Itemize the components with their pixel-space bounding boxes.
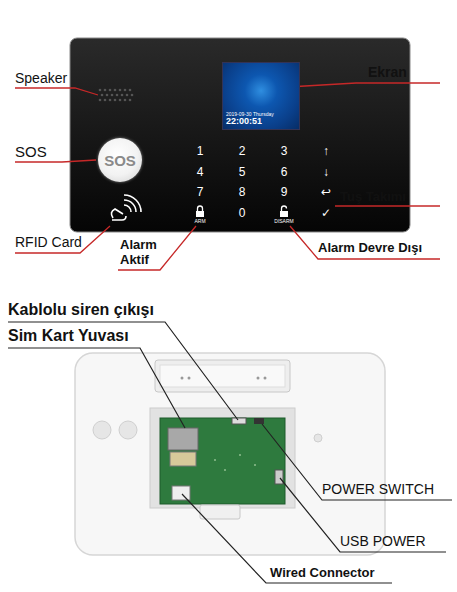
key-caption: DISARM (274, 219, 293, 225)
node-text: SOS (104, 152, 136, 169)
key-label: 1 (197, 145, 204, 159)
part-label: USB POWER (340, 533, 426, 549)
part-label: Speaker (15, 70, 67, 86)
key-label: 6 (281, 166, 288, 180)
part-label: Sim Kart Yuvası (8, 327, 129, 345)
key-label: 3 (281, 145, 288, 159)
key-label: 7 (197, 186, 204, 200)
part-label: Kablolu siren çıkışı (8, 301, 154, 319)
display-screen: 2019-09-30 Thursday22:00:51 (222, 62, 300, 130)
key-label: ↑ (323, 145, 329, 159)
key-label: ↓ (323, 166, 329, 180)
key-label: 5 (239, 166, 246, 180)
key-label: ✓ (321, 207, 331, 221)
part-label: Wired Connector (270, 566, 375, 581)
sos-button: SOS (98, 138, 142, 182)
part-label: POWER SWITCH (322, 481, 434, 497)
part-label: RFID Card (15, 234, 82, 250)
key-label: 2 (239, 145, 246, 159)
part-label: SOS (15, 143, 47, 160)
part-label: Alarm Devre Dışı (318, 241, 422, 256)
key-label: 9 (281, 186, 288, 200)
key-label: 0 (239, 207, 246, 221)
part-label: Alarm Aktif (120, 238, 168, 268)
part-label: Ekran (368, 64, 407, 80)
key-label: 4 (197, 166, 204, 180)
part-label: Tuş Takımı (340, 190, 406, 205)
key-label: 8 (239, 186, 246, 200)
key-label: ↩ (321, 186, 331, 200)
key-caption: ARM (194, 219, 205, 225)
node-text: 22:00:51 (226, 117, 296, 127)
